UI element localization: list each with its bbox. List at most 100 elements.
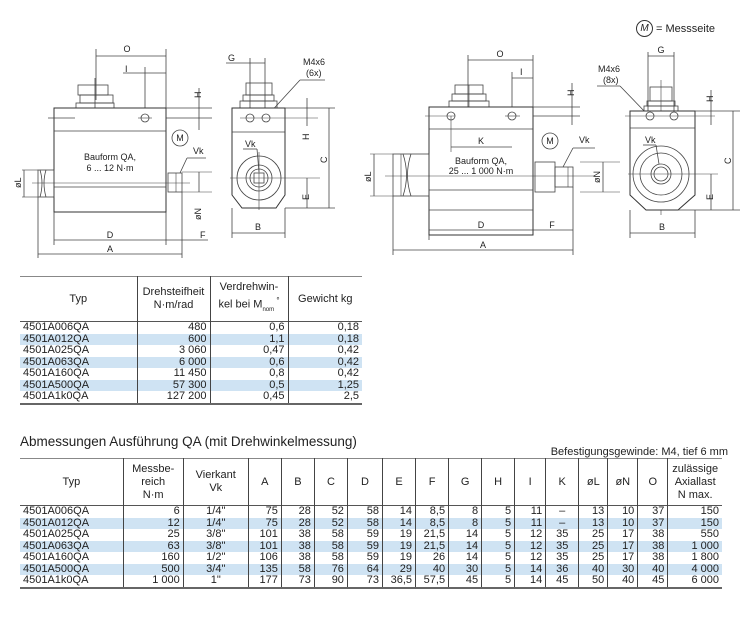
cell-value: 38 (637, 551, 668, 564)
cell-value: 58 (346, 505, 383, 518)
cell-value: 160 (122, 551, 184, 564)
dim-label-i: I (520, 67, 523, 77)
cell-value: 50 (578, 574, 608, 588)
section-title: Abmessungen Ausführung QA (mit Drehwinke… (20, 434, 357, 449)
cell-value: 38 (637, 540, 668, 552)
dim-label-vk: Vk (193, 146, 204, 156)
cell-value: 14 (448, 551, 482, 564)
cell-value: 64 (346, 563, 383, 575)
col-header-f: F (415, 458, 449, 506)
header-line: reich (141, 475, 166, 488)
cell-value: 1,25 (287, 379, 362, 391)
col-header-o: O (637, 458, 668, 506)
cell-value: – (545, 517, 579, 529)
cell-type: 4501A006QA (23, 505, 90, 517)
header-line: N max. (677, 488, 713, 501)
measurement-side-symbol: M (636, 20, 653, 37)
cell-type: 4501A160QA (23, 367, 90, 379)
cell-value: 3/8" (182, 528, 249, 541)
cell-value: 35 (545, 528, 579, 541)
dim-label-ol: øL (363, 171, 373, 182)
header-line: Messbe- (132, 462, 175, 475)
cell-value: 1" (182, 574, 249, 588)
header-unit: ° (274, 296, 280, 306)
dim-label-vk: Vk (645, 135, 656, 145)
cell-type: 4501A063QA (20, 540, 124, 552)
cell-type: 4501A1k0QA (23, 390, 89, 402)
dim-label-o: O (123, 44, 130, 54)
cell-value: 150 (667, 505, 722, 518)
cell-value: 6 000 (667, 574, 722, 588)
cell-value: 6 000 (136, 356, 210, 368)
cell-type: 4501A1k0QA (23, 574, 89, 586)
cell-value: 5 (481, 540, 515, 552)
dim-label-vk: Vk (245, 139, 256, 149)
cell-value: 73 (280, 574, 315, 588)
cell-value: 57,5 (415, 574, 449, 588)
cell-value: 12 (514, 540, 546, 552)
col-header-b: B (280, 458, 315, 506)
cell-value: 45 (545, 574, 579, 588)
cell-value: 29 (381, 563, 416, 575)
cell-value: 19 (381, 551, 416, 564)
drawing-caption-line1: Bauform QA, (455, 156, 507, 166)
cell-value: 52 (313, 517, 348, 529)
cell-value: 58 (313, 540, 348, 552)
cell-value: 13 (578, 505, 608, 518)
cell-value: 10 (607, 517, 638, 529)
cell-value: 1 800 (667, 551, 722, 564)
cell-value: 40 (415, 563, 449, 575)
cell-value: 58 (346, 517, 383, 529)
thread-count-label: (8x) (603, 75, 619, 85)
header-line: Vierkant (195, 469, 236, 481)
header-line: zulässige (672, 462, 719, 475)
cell-value: 13 (578, 517, 608, 529)
cell-value: 14 (381, 505, 416, 518)
header-line: N·m/rad (153, 299, 194, 311)
dim-label-h: H (301, 134, 311, 141)
drawing-small-side-view: G M4x6 (6x) Vk H C E B (226, 53, 335, 238)
cell-value: 45 (637, 574, 668, 588)
cell-value: 0,42 (287, 344, 362, 357)
cell-value: 25 (122, 528, 184, 541)
measurement-side-legend: M = Messseite (636, 20, 715, 37)
col-header-h: H (481, 458, 515, 506)
cell-type: 4501A012QA (20, 333, 137, 345)
cell-value: 59 (346, 528, 383, 541)
drawing-caption-line2: 25 ... 1 000 N·m (449, 166, 514, 176)
cell-value: 17 (607, 551, 638, 564)
col-header-d: D (346, 458, 383, 506)
cell-value: 8 (448, 505, 482, 518)
cell-value: 3/8" (182, 540, 249, 552)
cell-value: 57 300 (136, 379, 210, 391)
dim-label-b: B (659, 222, 665, 232)
dim-label-a: A (480, 240, 486, 250)
cell-value: 30 (607, 563, 638, 575)
col-header-a: A (247, 458, 282, 506)
measurement-side-text: = Messseite (656, 22, 715, 35)
dim-label-f: F (200, 230, 206, 240)
drawing-caption-line1: Bauform QA, (84, 152, 136, 162)
dim-label-e: E (705, 194, 715, 200)
cell-type: 4501A063QA (20, 356, 137, 368)
dim-label-h: H (566, 90, 576, 97)
cell-value: 4 000 (667, 563, 722, 575)
cell-value: 30 (448, 563, 482, 575)
cell-value: 40 (637, 563, 668, 575)
cell-value: 28 (280, 505, 315, 518)
dim-label-ol: øL (13, 177, 23, 188)
dim-label-i: I (125, 64, 128, 74)
dim-label-c: C (319, 156, 329, 163)
header-subscript: nom (262, 306, 275, 313)
cell-value: 5 (481, 505, 515, 518)
col-header-typ: Typ (69, 292, 88, 305)
